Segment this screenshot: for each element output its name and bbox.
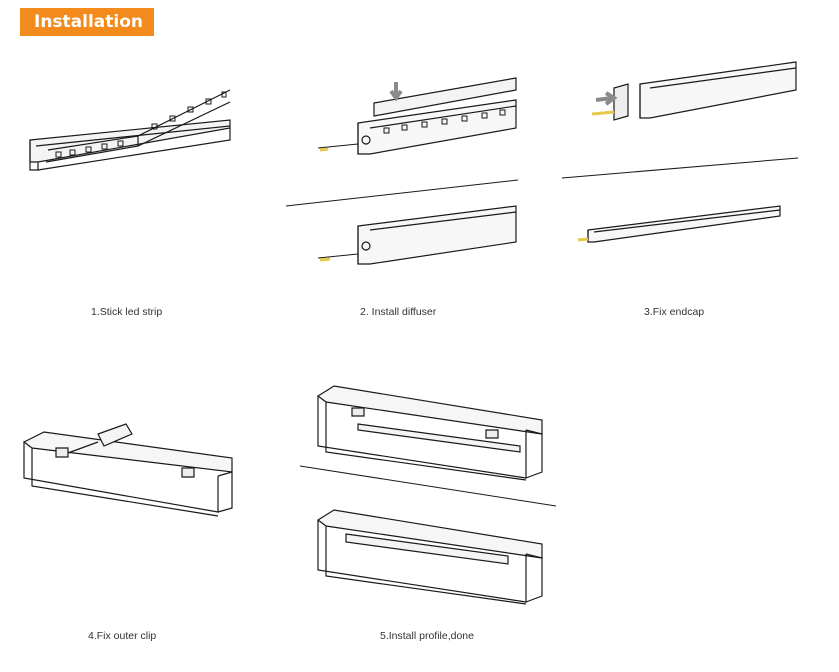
endcap-icon xyxy=(592,58,798,122)
screwdriver-clip-icon xyxy=(18,418,238,518)
endcap-installed-icon xyxy=(578,202,784,250)
diffuser-installed-icon xyxy=(318,206,518,266)
diffuser-insert-icon xyxy=(318,78,518,158)
mounted-profile-icon xyxy=(298,384,546,480)
divider-line xyxy=(562,156,798,180)
step-5-caption: 5.Install profile,done xyxy=(380,630,474,642)
profile-done-icon xyxy=(298,508,546,604)
step-4-caption: 4.Fix outer clip xyxy=(88,630,157,642)
step-1-caption: 1.Stick led strip xyxy=(91,306,163,318)
divider-line xyxy=(300,466,556,508)
section-title: Installation xyxy=(20,8,154,36)
step-2-caption: 2. Install diffuser xyxy=(360,306,437,318)
step-3-caption: 3.Fix endcap xyxy=(644,306,705,318)
led-strip-profile-icon xyxy=(18,80,238,190)
divider-line xyxy=(286,178,518,208)
